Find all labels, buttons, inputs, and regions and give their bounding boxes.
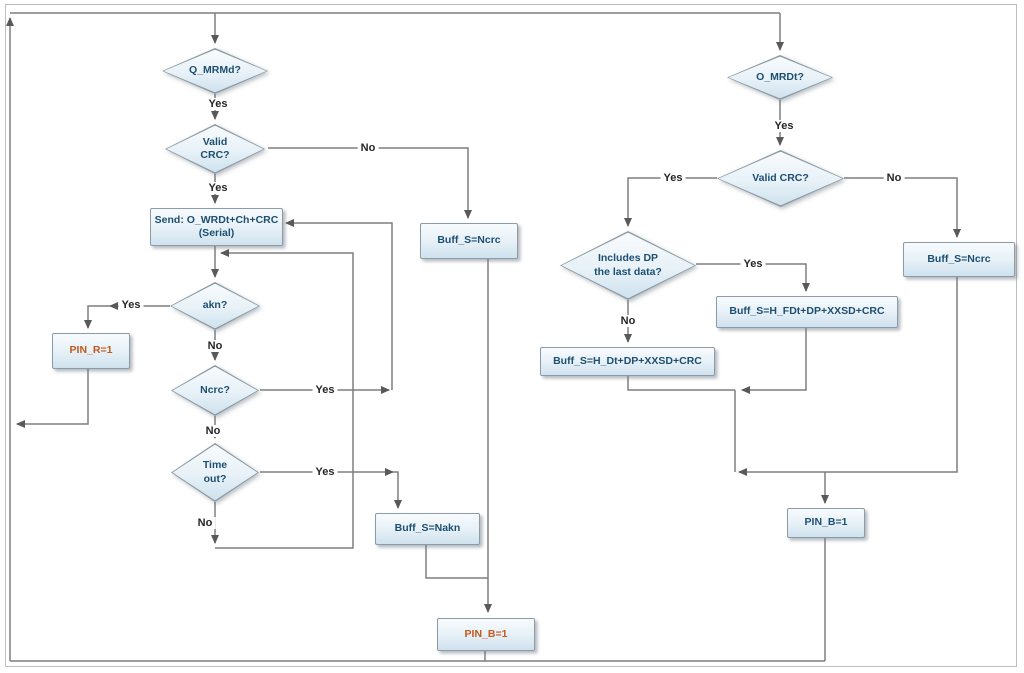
decision-valid-crc-left: Valid CRC? <box>165 124 265 174</box>
edge-label-no: No <box>204 340 226 352</box>
edge-label-no: No <box>357 142 379 154</box>
node-label: out? <box>203 472 227 485</box>
node-label: PIN_B=1 <box>464 627 508 640</box>
edge-label-yes: Yes <box>312 384 338 396</box>
process-buff-ncrc-left: Buff_S=Ncrc <box>420 223 518 259</box>
process-buff-nakn: Buff_S=Nakn <box>375 513 480 545</box>
edge-label-yes: Yes <box>205 182 231 194</box>
node-label: CRC? <box>200 149 230 161</box>
process-pin-b-right: PIN_B=1 <box>787 508 865 538</box>
process-buff-hfdt: Buff_S=H_FDt+DP+XXSD+CRC <box>716 296 898 328</box>
node-label: Buff_S=H_FDt+DP+XXSD+CRC <box>729 305 885 318</box>
decision-o-mrdt: O_MRDt? <box>727 55 833 100</box>
edge-label-no: No <box>194 517 216 529</box>
process-buff-hdt: Buff_S=H_Dt+DP+XXSD+CRC <box>540 347 715 376</box>
node-label: Buff_S=Ncrc <box>927 252 991 265</box>
decision-ncrc: Ncrc? <box>171 365 259 416</box>
node-label: Q_MRMd? <box>189 64 241 77</box>
process-pin-b-left: PIN_B=1 <box>437 618 535 651</box>
node-label: Valid <box>202 135 228 148</box>
node-label: PIN_R=1 <box>69 344 113 357</box>
edge-label-yes: Yes <box>660 172 686 184</box>
node-label: the last data? <box>594 265 662 278</box>
node-label: akn? <box>202 299 228 312</box>
edge-label-no: No <box>883 172 905 184</box>
decision-akn: akn? <box>170 282 260 330</box>
node-label: O_MRDt? <box>756 70 804 83</box>
edge-label-no: No <box>202 425 224 437</box>
decision-valid-crc-right: Valid CRC? <box>717 150 844 207</box>
edge-label-yes: Yes <box>771 120 797 132</box>
node-label: Buff_S=Ncrc <box>437 234 501 247</box>
process-send-serial: Send: O_WRDt+Ch+CRC (Serial) <box>150 208 283 246</box>
process-pin-r: PIN_R=1 <box>52 333 130 369</box>
node-label: Includes DP <box>597 252 659 265</box>
process-buff-ncrc-right: Buff_S=Ncrc <box>903 242 1015 277</box>
edge-label-yes: Yes <box>205 98 231 110</box>
node-label: Ncrc? <box>200 383 230 396</box>
node-label: PIN_B=1 <box>804 516 848 529</box>
edge-label-yes: Yes <box>312 466 338 478</box>
node-label: Send: O_WRDt+Ch+CRC <box>154 213 279 226</box>
node-label: Buff_S=H_Dt+DP+XXSD+CRC <box>553 354 702 367</box>
decision-q-mrmd: Q_MRMd? <box>162 48 268 94</box>
edge-label-yes: Yes <box>118 299 144 311</box>
decision-includes-dp: Includes DP the last data? <box>560 231 696 300</box>
decision-timeout: Time out? <box>171 443 259 502</box>
node-label: Time <box>202 459 228 472</box>
edge-label-no: No <box>617 315 639 327</box>
edge-label-yes: Yes <box>740 258 766 270</box>
node-label: Buff_S=Nakn <box>394 522 461 535</box>
node-label: (Serial) <box>198 227 235 239</box>
node-label: Valid CRC? <box>752 171 809 184</box>
